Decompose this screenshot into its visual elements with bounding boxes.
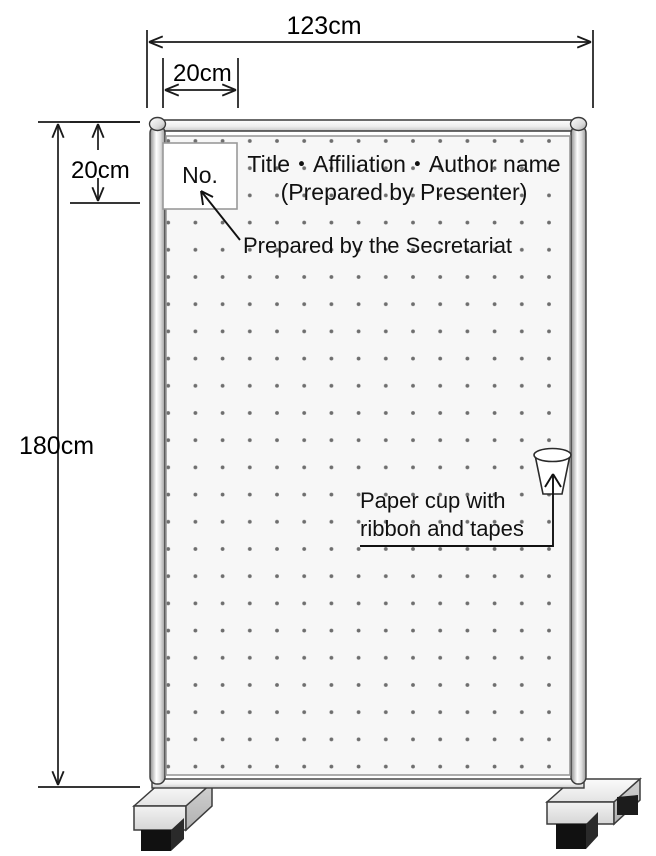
poster-title-line-1: Title・Affiliation・Author name xyxy=(247,151,561,177)
dimension-width xyxy=(146,30,594,108)
board-base-right-foot xyxy=(545,777,642,849)
pegboard-panel xyxy=(165,135,571,776)
dimension-margin-vertical xyxy=(70,121,140,204)
dimension-margin-horizontal xyxy=(162,58,239,108)
secretariat-leader-arrow xyxy=(200,190,241,241)
poster-title-line-2: (Prepared by Presenter) xyxy=(280,179,528,205)
board-base-left-foot xyxy=(132,781,214,851)
paper-cup-note-line-2: ribbon and tapes xyxy=(360,516,524,541)
dimension-height-label: 180cm xyxy=(19,432,95,460)
dimension-margin-horizontal-label: 20cm xyxy=(173,60,232,87)
paper-cup-leader-line xyxy=(360,473,562,547)
no-box xyxy=(162,142,238,210)
dimension-width-label: 123cm xyxy=(286,12,362,40)
no-box-label: No. xyxy=(182,162,218,188)
secretariat-note-label: Prepared by the Secretariat xyxy=(243,233,513,258)
dimension-margin-vertical-label: 20cm xyxy=(71,157,130,184)
board-frame xyxy=(148,116,588,789)
paper-cup-note-line-1: Paper cup with xyxy=(360,488,506,513)
